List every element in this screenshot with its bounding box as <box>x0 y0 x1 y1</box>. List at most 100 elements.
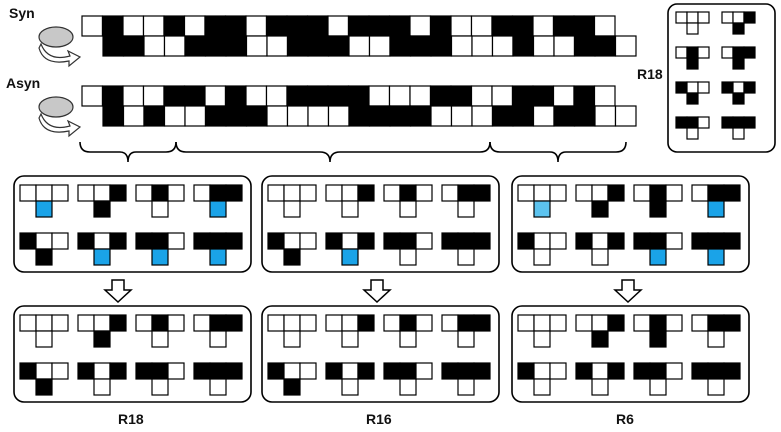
pattern-cell <box>135 184 153 202</box>
pattern-cell <box>415 232 433 250</box>
rule-pattern <box>267 232 317 266</box>
pattern-cell <box>665 232 683 250</box>
rule-pattern <box>721 11 756 35</box>
rule-pattern <box>633 232 683 266</box>
pattern-cell <box>743 81 756 94</box>
strip-cell <box>183 15 206 37</box>
pattern-cell <box>697 46 710 59</box>
strip-cell <box>491 35 514 57</box>
rule-pattern <box>575 184 625 218</box>
pattern-cell <box>19 362 37 380</box>
pattern-cell <box>517 362 535 380</box>
strip-cell <box>409 15 432 37</box>
strip-cell <box>368 35 391 57</box>
strip-cell <box>573 35 596 57</box>
pattern-result-cell <box>591 200 609 218</box>
pattern-cell <box>19 232 37 250</box>
pattern-cell <box>607 362 625 380</box>
pattern-cell <box>732 46 745 59</box>
pattern-cell <box>743 11 756 24</box>
strip-cell <box>286 85 309 107</box>
pattern-cell <box>691 232 709 250</box>
pattern-cell <box>473 362 491 380</box>
pattern-cell <box>77 362 95 380</box>
strip-cell <box>101 15 124 37</box>
strip-cell <box>265 15 288 37</box>
pattern-result-cell <box>457 200 475 218</box>
pattern-result-cell <box>209 200 227 218</box>
pattern-cell <box>732 11 745 24</box>
strip-cell <box>245 105 268 127</box>
pattern-cell <box>357 184 375 202</box>
rule-pattern <box>441 232 491 266</box>
pattern-cell <box>93 314 111 332</box>
pattern-cell <box>533 362 551 380</box>
strip-cell <box>143 105 166 127</box>
pattern-cell <box>649 184 667 202</box>
strip-cell <box>306 85 329 107</box>
pattern-cell <box>517 314 535 332</box>
strip-cell <box>102 105 125 127</box>
pattern-result-cell <box>732 127 745 140</box>
strip-cell <box>225 105 248 127</box>
pattern-cell <box>109 362 127 380</box>
pattern-cell <box>109 232 127 250</box>
strip-cell <box>286 105 309 127</box>
syn-label: Syn <box>9 5 35 21</box>
pattern-cell <box>341 314 359 332</box>
pattern-result-cell <box>209 330 227 348</box>
pattern-cell <box>473 232 491 250</box>
pattern-cell <box>283 232 301 250</box>
strip-cell <box>552 85 575 107</box>
pattern-cell <box>415 184 433 202</box>
pattern-cell <box>283 314 301 332</box>
strip-cell <box>553 105 576 127</box>
strip-cell <box>491 15 514 37</box>
rule-pattern <box>691 232 741 266</box>
asyn-strip-top <box>81 85 616 107</box>
rule-pattern <box>691 314 741 348</box>
legend-panel <box>667 3 776 153</box>
pattern-cell <box>707 232 725 250</box>
strip-cell <box>204 85 227 107</box>
rule-pattern <box>19 362 69 396</box>
pattern-cell <box>575 314 593 332</box>
pattern-cell <box>383 314 401 332</box>
strip-cell <box>225 35 248 57</box>
rule-pattern <box>575 232 625 266</box>
strip-cell <box>122 15 145 37</box>
pattern-cell <box>473 184 491 202</box>
strip-cell <box>593 85 616 107</box>
pattern-cell <box>697 81 710 94</box>
pattern-cell <box>51 184 69 202</box>
pattern-result-cell <box>591 330 609 348</box>
strip-cell <box>122 105 145 127</box>
pattern-cell <box>325 184 343 202</box>
strip-cell <box>101 85 124 107</box>
pattern-result-cell <box>591 378 609 396</box>
strip-cell <box>143 35 166 57</box>
pattern-result-cell <box>533 248 551 266</box>
pattern-cell <box>549 362 567 380</box>
pattern-cell <box>517 184 535 202</box>
strip-cell <box>389 35 412 57</box>
rule-pattern <box>325 232 375 266</box>
pattern-cell <box>267 362 285 380</box>
strip-cell <box>307 35 330 57</box>
pattern-result-cell <box>457 248 475 266</box>
rule-pattern <box>383 362 433 396</box>
pattern-cell <box>441 314 459 332</box>
pattern-cell <box>721 46 734 59</box>
rule-pattern <box>441 314 491 348</box>
pattern-cell <box>743 46 756 59</box>
pattern-cell <box>341 184 359 202</box>
pattern-result-cell <box>533 200 551 218</box>
rule-pattern <box>633 184 683 218</box>
pattern-cell <box>441 232 459 250</box>
strip-cell <box>368 105 391 127</box>
strip-cell <box>184 35 207 57</box>
pattern-result-cell <box>457 330 475 348</box>
pattern-cell <box>209 314 227 332</box>
pattern-result-cell <box>533 378 551 396</box>
pattern-cell <box>691 314 709 332</box>
